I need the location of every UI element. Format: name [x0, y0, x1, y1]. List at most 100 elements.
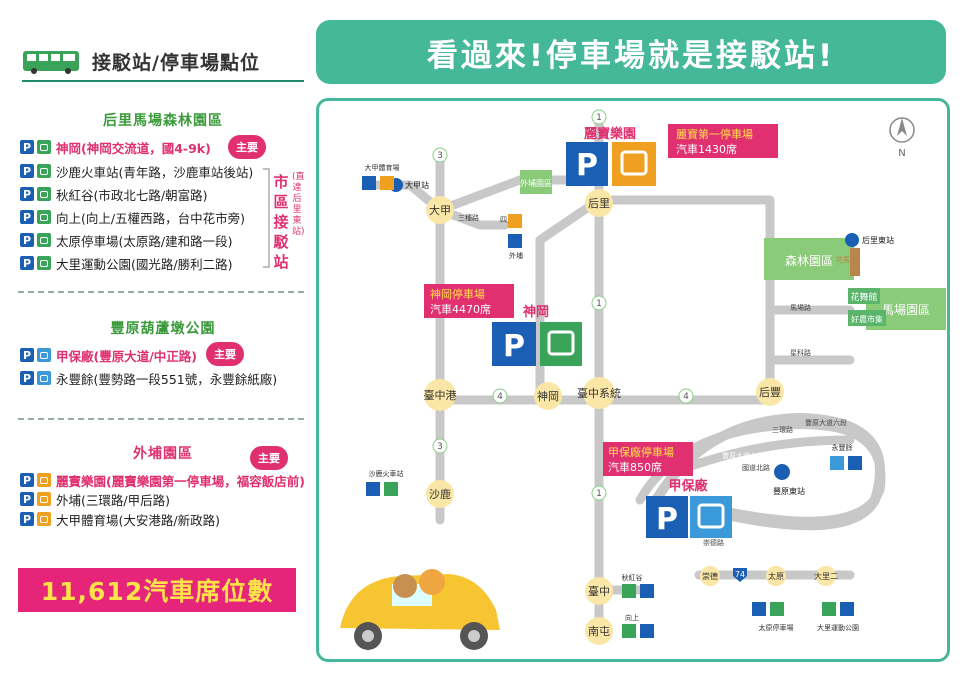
- area-label: 外埔園區: [520, 178, 552, 188]
- node-shalu[interactable]: [426, 480, 454, 508]
- area-flower: [848, 288, 880, 304]
- bus-icon: [37, 164, 51, 178]
- parking-icon: P: [20, 164, 34, 178]
- parking-icon: [366, 482, 380, 496]
- bus-icon: [37, 233, 51, 247]
- node-taichung-system[interactable]: [583, 377, 615, 409]
- road-label: 三環路: [772, 425, 793, 434]
- route-shield: [492, 388, 508, 404]
- parking-icon: P: [20, 256, 34, 270]
- callout-capacity: 汽車1430席: [676, 142, 737, 156]
- map-frame: [316, 98, 950, 662]
- highway-loop: [645, 412, 885, 531]
- main-badge: 主要: [206, 342, 244, 366]
- stop-label: 永豐餘: [832, 443, 853, 452]
- callout-name: 甲保廠: [668, 478, 708, 494]
- group-title-waipu: 外埔園區: [133, 446, 193, 462]
- bus-icon: [37, 371, 51, 385]
- node-label: 臺中: [588, 584, 610, 598]
- route-label: 1: [596, 113, 602, 123]
- side-label: 市區接駁站: [273, 173, 289, 271]
- node-label: 大甲: [429, 203, 451, 217]
- list-item[interactable]: P 沙鹿火車站(青年路，沙鹿車站後站): [20, 162, 253, 180]
- parking-icon: [640, 584, 654, 598]
- bus-icon: [380, 176, 394, 190]
- callout-libao[interactable]: 麗寶第一停車場 汽車1430席 麗寶樂園 P: [566, 124, 778, 186]
- road-label: 馬場路: [790, 303, 811, 312]
- node-label: 后里: [588, 197, 610, 210]
- station-label: 大甲站: [405, 180, 429, 190]
- svg-text:P: P: [503, 329, 525, 364]
- area-label: 花舞館: [850, 291, 877, 303]
- node-label: 崇德: [702, 571, 718, 581]
- route-shield: [591, 295, 607, 311]
- bus-icon: [37, 187, 51, 201]
- parking-icon: P: [20, 187, 34, 201]
- callout-name: 神岡: [523, 304, 549, 320]
- callout-lot: 麗寶第一停車場: [676, 127, 753, 141]
- callout-lot: 神岡停車場: [430, 287, 485, 301]
- route-label: 74: [735, 570, 745, 579]
- parking-icon: [640, 624, 654, 638]
- area-label: 好農市集: [851, 314, 883, 324]
- car-illustration: [340, 569, 500, 650]
- node-dajia[interactable]: [426, 196, 454, 224]
- total-parking-count: 11,612汽車席位數: [18, 568, 296, 612]
- station-label: 后里東站: [862, 235, 894, 245]
- stop-label: 外埔: [509, 251, 523, 260]
- bus-icon: [37, 256, 51, 270]
- node-houli[interactable]: [585, 189, 613, 217]
- list-item-label: 大里運動公園(國光路/勝利二路): [56, 256, 233, 272]
- node-label: 臺中系統: [577, 386, 621, 400]
- parking-icon: P: [20, 512, 34, 526]
- route-label: 1: [596, 489, 602, 499]
- list-item-label: 沙鹿火車站(青年路，沙鹿車站後站): [56, 164, 254, 180]
- compass-icon: N: [889, 117, 915, 159]
- parking-icon: P: [20, 348, 34, 362]
- bus-icon: [23, 51, 79, 74]
- main-badge: 主要: [250, 446, 288, 470]
- node-taichung-port[interactable]: [424, 379, 456, 411]
- node-label: 沙鹿: [429, 487, 451, 501]
- list-item-label: 永豐餘(豐勢路一段551號，永豐餘紙廠): [56, 371, 278, 387]
- group-title-fengyuan: 豐原葫蘆墩公園: [110, 321, 216, 337]
- area-forest: [764, 238, 854, 280]
- stop-label: 太原停車場: [759, 623, 794, 632]
- bus-icon: [508, 214, 522, 228]
- node-nantun[interactable]: [585, 617, 613, 645]
- list-item-label: 太原停車場(太原路/建和路一段): [56, 233, 233, 249]
- header-underline: [22, 80, 304, 82]
- parking-icon: [840, 602, 854, 616]
- node-houfeng[interactable]: [756, 378, 784, 406]
- left-panel-header: 接駁站/停車場點位: [92, 52, 260, 74]
- group-title-houli: 后里馬場森林園區: [103, 113, 223, 129]
- road-label: 國道北路: [742, 463, 770, 472]
- callout-shengang[interactable]: 神岡停車場 汽車4470席 神岡 P: [424, 284, 582, 366]
- node-taichung[interactable]: [585, 577, 613, 605]
- parking-icon: P: [20, 492, 34, 506]
- node-chongde: [700, 566, 720, 586]
- list-item[interactable]: P 大里運動公園(國光路/勝利二路): [20, 254, 232, 272]
- bus-icon: [37, 512, 51, 526]
- parking-icon: P: [20, 473, 34, 487]
- callout-jiabao[interactable]: 甲保廠停車場 汽車850席 甲保廠 P: [603, 442, 732, 538]
- node-shengang[interactable]: [534, 382, 562, 410]
- bus-icon: [822, 602, 836, 616]
- bus-icon: [830, 456, 844, 470]
- node-label: 大里二: [814, 571, 838, 581]
- parking-icon: [362, 176, 376, 190]
- svg-text:P: P: [576, 148, 598, 183]
- area-label: 森林園區: [785, 253, 833, 268]
- bus-icon: [622, 584, 636, 598]
- parking-icon: P: [20, 210, 34, 224]
